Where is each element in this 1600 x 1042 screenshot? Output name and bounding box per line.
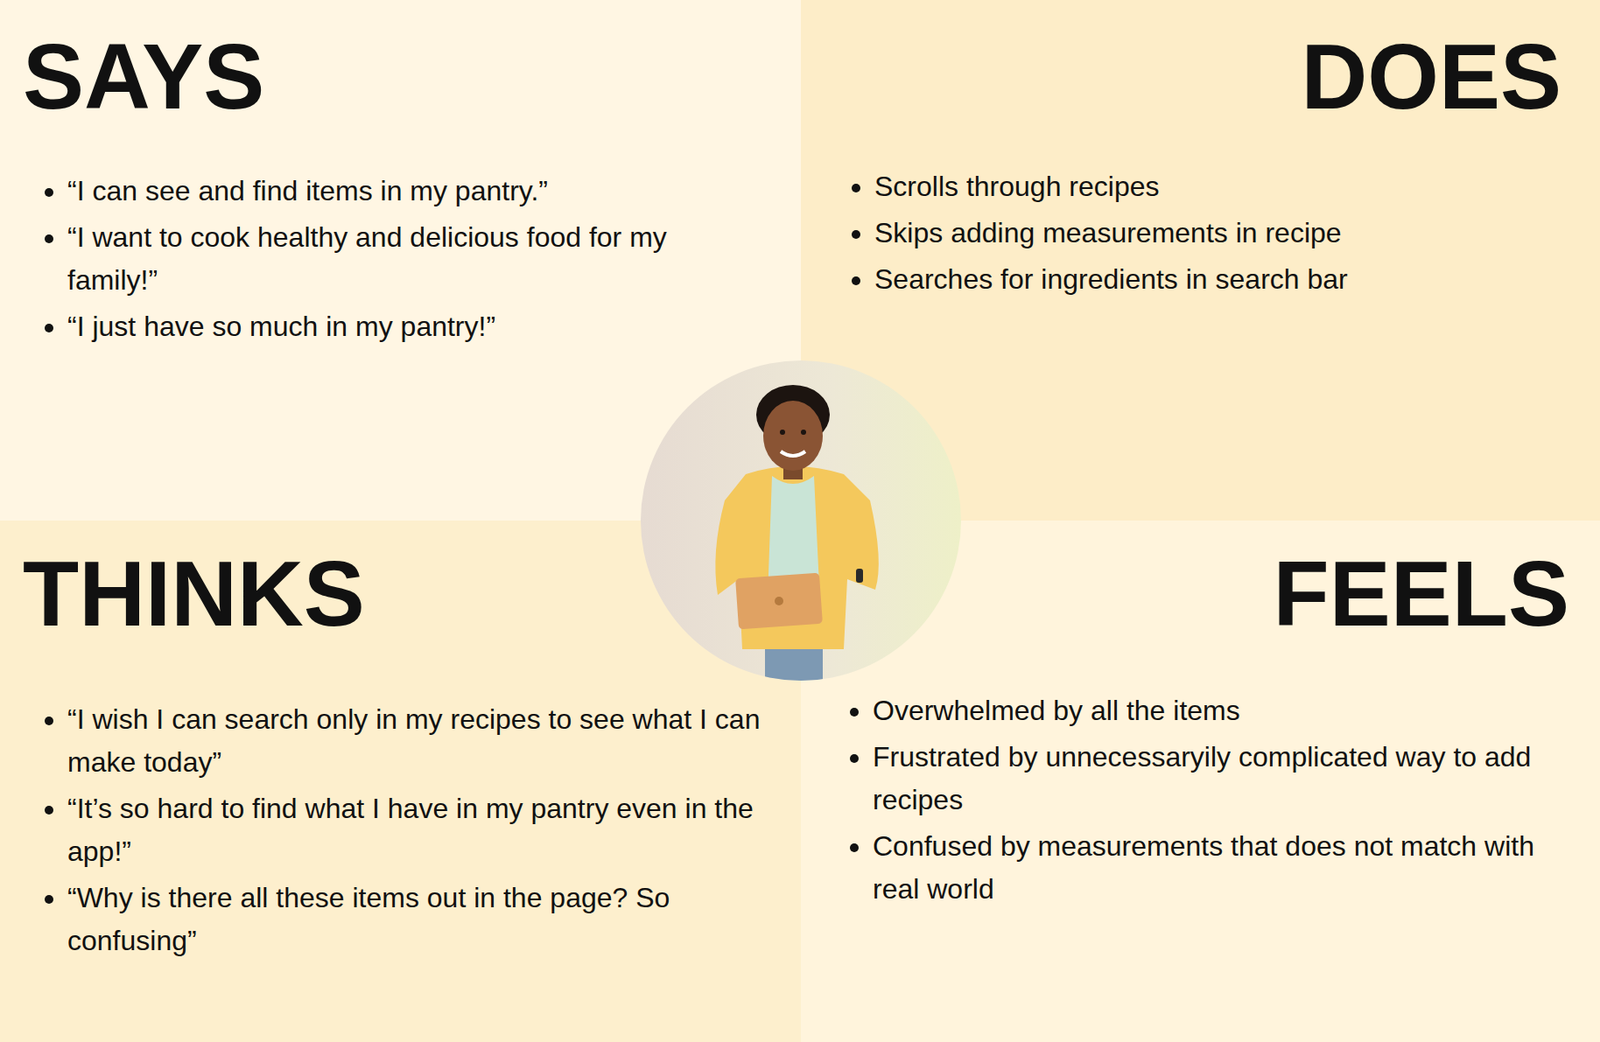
- quadrant-heading: SAYS: [22, 30, 265, 123]
- eye: [800, 429, 807, 436]
- persona-photo: [640, 360, 962, 681]
- bullet-list: “I can see and find items in my pantry.”…: [42, 169, 735, 352]
- bullet-item: “Why is there all these items out in the…: [67, 877, 786, 963]
- bullet-item: “I wish I can search only in my recipes …: [67, 698, 786, 785]
- bullet-item: Skips adding measurements in recipe: [874, 211, 1568, 255]
- quadrant-heading: THINKS: [22, 547, 365, 640]
- quadrant-heading: DOES: [1300, 30, 1562, 123]
- bullet-list: Scrolls through recipesSkips adding meas…: [849, 165, 1568, 305]
- quadrant-heading: FEELS: [1273, 547, 1570, 640]
- tablet-logo: [774, 596, 784, 606]
- feels-quadrant: FEELS Overwhelmed by all the itemsFrustra…: [800, 520, 1600, 1042]
- tablet: [735, 573, 823, 631]
- thinks-quadrant: THINKS “I wish I can search only in my re…: [0, 520, 801, 1042]
- watch: [856, 568, 864, 583]
- bullet-item: Confused by measurements that does not m…: [872, 825, 1575, 912]
- photo-backdrop: [640, 360, 962, 681]
- does-quadrant: DOES Scrolls through recipesSkips adding …: [800, 0, 1600, 521]
- bullet-item: Frustrated by unnecessaryily complicated…: [872, 736, 1575, 822]
- eye: [779, 429, 786, 436]
- bullet-item: Searches for ingredients in search bar: [874, 258, 1568, 302]
- bullet-item: “I want to cook healthy and delicious fo…: [67, 216, 735, 302]
- jacket: [715, 466, 879, 650]
- bullet-list: “I wish I can search only in my recipes …: [42, 698, 786, 967]
- bullet-item: Overwhelmed by all the items: [872, 689, 1575, 733]
- face: [763, 400, 823, 471]
- bullet-item: “I can see and find items in my pantry.”: [67, 169, 735, 213]
- bullet-item: Scrolls through recipes: [874, 165, 1568, 209]
- says-quadrant: SAYS “I can see and find items in my pant…: [0, 0, 801, 521]
- smile: [780, 451, 806, 457]
- bullet-item: “I just have so much in my pantry!”: [67, 305, 735, 349]
- bullet-list: Overwhelmed by all the itemsFrustrated b…: [848, 689, 1575, 915]
- bullet-item: “It’s so hard to find what I have in my …: [67, 787, 786, 874]
